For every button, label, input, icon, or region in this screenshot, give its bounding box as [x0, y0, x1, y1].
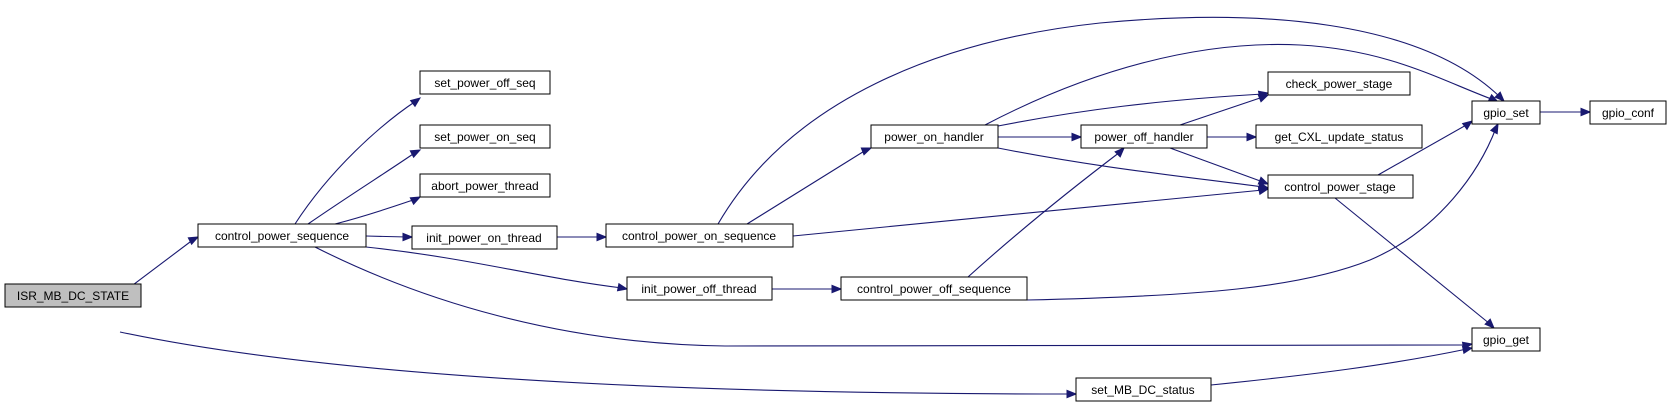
node-gpio-conf[interactable]: gpio_conf [1589, 100, 1667, 125]
node-label: power_off_handler [1094, 130, 1193, 144]
arrowhead [1071, 132, 1083, 142]
node-set-power-off-seq[interactable]: set_power_off_seq [419, 70, 551, 95]
node-label: power_on_handler [884, 130, 983, 144]
arrowhead [1066, 389, 1078, 399]
node-control-power-stage[interactable]: control_power_stage [1267, 174, 1414, 199]
node-isr-mb-dc-state[interactable]: ISR_MB_DC_STATE [4, 283, 142, 308]
node-control-power-sequence[interactable]: control_power_sequence [197, 223, 367, 248]
arrowhead [409, 149, 422, 159]
node-gpio-set[interactable]: gpio_set [1471, 100, 1541, 125]
arrowhead [1489, 122, 1499, 135]
edge-power-off-handler-to-get-cxl-update-status [1207, 132, 1258, 142]
node-label: control_power_on_sequence [622, 229, 776, 243]
node-power-off-handler[interactable]: power_off_handler [1080, 124, 1208, 149]
edge-control-power-sequence-to-init-power-off-thread [365, 246, 629, 292]
edge-control-power-sequence-to-set-power-on-seq [307, 149, 422, 225]
edge-control-power-sequence-to-abort-power-thread [334, 196, 422, 225]
arrowhead [1580, 107, 1592, 117]
node-label: check_power_stage [1286, 77, 1393, 91]
node-control-power-on-sequence[interactable]: control_power_on_sequence [605, 223, 794, 248]
edge-power-off-handler-to-check-power-stage [1179, 94, 1270, 126]
edge-control-power-off-sequence-to-gpio-set [1026, 122, 1499, 301]
arrowhead [1494, 91, 1505, 102]
edge-control-power-off-sequence-to-power-off-handler [967, 147, 1125, 278]
arrowhead [409, 196, 422, 206]
node-label: gpio_set [1483, 106, 1529, 120]
arrowhead [616, 282, 629, 292]
edge-set-mb-dc-status-to-gpio-get [1210, 345, 1474, 386]
node-check-power-stage[interactable]: check_power_stage [1267, 71, 1411, 96]
edge-isr-mb-dc-state-to-set-mb-dc-status [119, 331, 1078, 399]
arrowhead [596, 232, 608, 242]
node-control-power-off-sequence[interactable]: control_power_off_sequence [840, 276, 1028, 301]
node-init-power-off-thread[interactable]: init_power_off_thread [626, 276, 773, 301]
arrowhead [1461, 345, 1474, 355]
edges-layer [112, 16, 1592, 399]
edge-control-power-stage-to-gpio-set [1377, 120, 1474, 176]
node-gpio-get[interactable]: gpio_get [1471, 327, 1541, 352]
arrowhead [1114, 147, 1125, 158]
node-label: init_power_on_thread [426, 231, 541, 245]
node-label: abort_power_thread [431, 179, 538, 193]
arrowhead [187, 236, 200, 246]
node-label: set_MB_DC_status [1091, 383, 1194, 397]
edge-control-power-on-sequence-to-control-power-stage [792, 186, 1270, 237]
node-abort-power-thread[interactable]: abort_power_thread [419, 173, 551, 198]
edge-control-power-sequence-to-init-power-on-thread [365, 232, 414, 242]
node-label: gpio_conf [1602, 106, 1655, 120]
edge-power-off-handler-to-control-power-stage [1169, 147, 1270, 185]
arrowhead [1484, 318, 1495, 329]
node-label: control_power_off_sequence [857, 282, 1011, 296]
arrowhead [831, 284, 843, 294]
node-label: control_power_sequence [215, 229, 349, 243]
arrowhead [1246, 132, 1258, 142]
node-label: ISR_MB_DC_STATE [17, 289, 129, 303]
arrowhead [402, 232, 414, 242]
edge-control-power-on-sequence-to-gpio-set [717, 16, 1505, 225]
arrowhead [1461, 120, 1474, 131]
node-label: get_CXL_update_status [1275, 130, 1404, 144]
arrowhead [1257, 176, 1270, 185]
node-set-mb-dc-status[interactable]: set_MB_DC_status [1075, 377, 1212, 402]
node-label: gpio_get [1483, 333, 1530, 347]
edge-init-power-off-thread-to-control-power-off-sequence [772, 284, 843, 294]
edge-control-power-on-sequence-to-power-on-handler [746, 147, 873, 225]
edge-init-power-on-thread-to-control-power-on-sequence [557, 232, 608, 242]
node-label: init_power_off_thread [641, 282, 756, 296]
arrowhead [860, 147, 873, 156]
nodes-layer: ISR_MB_DC_STATE control_power_sequence s… [4, 70, 1667, 402]
arrowhead [409, 97, 422, 108]
node-get-cxl-update-status[interactable]: get_CXL_update_status [1255, 124, 1423, 149]
node-init-power-on-thread[interactable]: init_power_on_thread [411, 225, 558, 250]
edge-power-on-handler-to-gpio-set [984, 43, 1500, 126]
edge-control-power-sequence-to-set-power-off-seq [294, 97, 422, 225]
edge-gpio-set-to-gpio-conf [1540, 107, 1592, 117]
edge-power-on-handler-to-power-off-handler [998, 132, 1083, 142]
node-power-on-handler[interactable]: power_on_handler [870, 124, 999, 149]
node-label: set_power_off_seq [434, 76, 535, 90]
node-label: control_power_stage [1284, 180, 1396, 194]
arrowhead [1257, 94, 1270, 103]
node-label: set_power_on_seq [434, 130, 535, 144]
node-set-power-on-seq[interactable]: set_power_on_seq [419, 124, 551, 149]
edge-control-power-stage-to-gpio-get [1334, 197, 1495, 329]
